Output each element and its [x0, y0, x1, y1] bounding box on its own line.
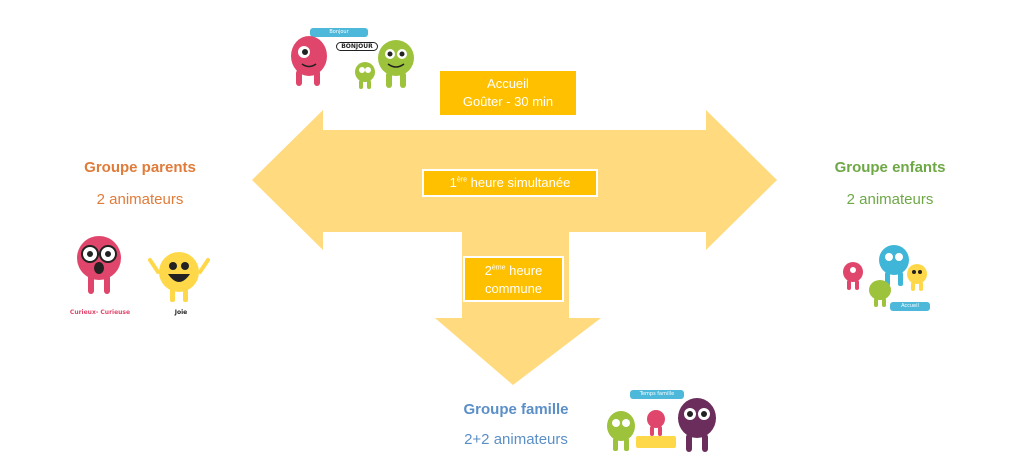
blue-monster-icon	[879, 245, 909, 286]
first-hour-text: heure simultanée	[467, 175, 571, 190]
parents-title: Groupe parents	[84, 159, 196, 176]
enfants-bubble: Accueil	[890, 302, 930, 311]
curious-label: Curieux- Curieuse	[69, 309, 131, 316]
enfants-subtitle: 2 animateurs	[846, 191, 934, 208]
first-hour-sup: ère	[456, 176, 467, 184]
second-hour-box: 2ème heure commune	[463, 256, 564, 302]
green-monster-icon	[378, 40, 414, 88]
enfants-title: Groupe enfants	[834, 159, 946, 176]
joy-monster-icon	[148, 252, 210, 302]
famille-subtitle: 2+2 animateurs	[464, 431, 568, 448]
enfants-illustration: Accueil	[836, 238, 936, 314]
first-hour-box: 1ère heure simultanée	[422, 169, 598, 197]
famille-title: Groupe famille	[463, 401, 569, 418]
pink-child-monster-icon	[843, 262, 863, 290]
famille-bubble: Temps famille	[630, 390, 684, 399]
purple-family-monster-icon	[678, 398, 716, 452]
joy-label: Joie	[174, 309, 188, 316]
first-hour-number: 1	[449, 175, 457, 190]
second-hour-sup: ème	[491, 264, 506, 272]
arrow-shape	[252, 110, 777, 385]
top-illustration: Bonjour BONJOUR	[282, 24, 422, 94]
gouter-line: Goûter - 30 min	[462, 94, 554, 109]
parents-illustration: Curieux- Curieuse Joie	[60, 232, 230, 318]
pink-monster-icon	[291, 36, 327, 86]
green-child-monster-icon	[869, 280, 891, 307]
game-board-icon	[636, 436, 676, 448]
bonjour-bubble: Bonjour	[310, 28, 368, 37]
pink-family-monster-icon	[647, 410, 665, 436]
second-hour-text: heure	[505, 263, 543, 278]
commune-line: commune	[484, 281, 543, 296]
green-family-monster-icon	[607, 411, 635, 451]
famille-illustration: Temps famille	[604, 386, 722, 456]
yellow-child-monster-icon	[907, 264, 927, 291]
curious-monster-icon	[77, 236, 121, 294]
accueil-line: Accueil	[487, 76, 529, 91]
second-hour-number: 2	[484, 263, 492, 278]
bonjour-speech: BONJOUR	[336, 42, 378, 51]
parents-subtitle: 2 animateurs	[96, 191, 184, 208]
small-green-monster-icon	[355, 62, 375, 89]
accueil-box: Accueil Goûter - 30 min	[440, 71, 576, 115]
